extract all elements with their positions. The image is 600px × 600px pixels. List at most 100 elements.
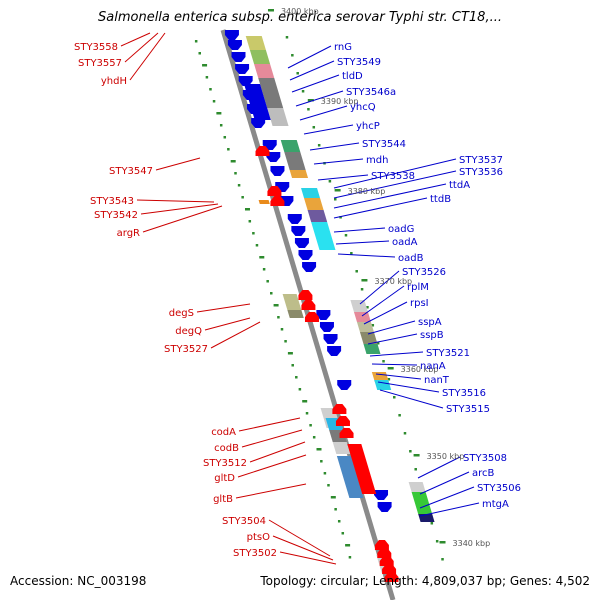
minor-tick	[302, 400, 308, 403]
reverse-gene-label: yhcP	[356, 121, 380, 132]
kbp-tick-mark	[387, 367, 394, 370]
reverse-gene-label: STY3536	[459, 167, 503, 178]
forward-gene-label: STY3502	[233, 548, 277, 559]
leader-line	[295, 90, 344, 107]
reverse-gene-label: STY3546a	[346, 87, 396, 98]
reverse-feature-tile	[311, 222, 336, 250]
leader-line	[196, 303, 251, 313]
reverse-feature-tile	[254, 64, 275, 78]
forward-gene-label: degS	[169, 308, 194, 319]
leader-line	[155, 157, 201, 171]
minor-tick	[403, 432, 407, 435]
minor-tick	[376, 342, 380, 345]
minor-tick	[291, 54, 294, 57]
forward-gene-arrow	[384, 572, 399, 582]
leader-line	[333, 158, 457, 189]
forward-gene-arrow	[301, 300, 316, 310]
minor-tick	[339, 216, 342, 219]
minor-tick	[327, 484, 330, 487]
reverse-gene-label: arcB	[472, 468, 495, 479]
minor-tick	[414, 468, 417, 471]
reverse-gene-arrow	[251, 118, 266, 128]
minor-tick	[323, 472, 327, 475]
reverse-feature-tile	[353, 312, 371, 322]
forward-gene-arrow	[377, 548, 392, 558]
forward-gene-label: yhdH	[101, 76, 127, 87]
leader-line	[317, 174, 369, 181]
reverse-gene-arrow	[270, 166, 285, 176]
kbp-tick-label: 3400 kbp	[281, 7, 319, 16]
reverse-feature-tile	[356, 322, 374, 332]
reverse-gene-label: oadB	[398, 253, 424, 264]
forward-gene-arrow	[332, 404, 347, 414]
reverse-gene-label: nanA	[420, 361, 446, 372]
minor-tick	[248, 220, 252, 223]
minor-tick	[234, 172, 237, 175]
reverse-gene-label: STY3516	[442, 388, 486, 399]
minor-tick	[398, 414, 401, 417]
accession-text: Accession: NC_003198	[10, 574, 147, 588]
forward-gene-block	[347, 444, 377, 494]
forward-gene-arrow	[255, 146, 270, 156]
reverse-gene-arrow	[291, 226, 306, 236]
minor-tick	[270, 292, 273, 295]
minor-tick	[435, 540, 439, 543]
reverse-gene-label: oadG	[388, 224, 414, 235]
forward-feature-tile	[258, 200, 270, 204]
reverse-gene-arrow	[266, 152, 281, 162]
reverse-gene-label: STY3549	[337, 57, 381, 68]
leader-line	[291, 74, 340, 93]
leader-line	[333, 170, 457, 199]
forward-feature-tile	[282, 294, 302, 310]
leader-line	[120, 32, 151, 47]
kbp-tick-mark	[307, 99, 314, 102]
minor-tick	[334, 508, 337, 511]
reverse-feature-tile	[359, 332, 378, 344]
genome-summary-text: Topology: circular; Length: 4,809,037 bp…	[260, 574, 590, 588]
leader-line	[359, 270, 400, 305]
minor-tick	[317, 144, 321, 147]
leader-line	[237, 454, 307, 478]
reverse-gene-label: tldD	[342, 71, 363, 82]
minor-tick	[334, 198, 337, 201]
reverse-gene-arrow	[327, 346, 342, 356]
reverse-gene-label: STY3526	[402, 267, 446, 278]
forward-gene-arrow	[270, 196, 285, 206]
forward-gene-label: STY3547	[109, 166, 153, 177]
leader-line	[333, 197, 428, 219]
forward-gene-label: codA	[211, 427, 236, 438]
forward-gene-arrow	[267, 186, 282, 196]
kbp-tick-label: 3340 kbp	[453, 539, 491, 548]
leader-line	[279, 551, 337, 565]
reverse-feature-tile	[267, 108, 289, 126]
forward-gene-label: STY3527	[164, 344, 208, 355]
leader-line	[419, 486, 475, 509]
reverse-gene-label: STY3508	[463, 453, 507, 464]
reverse-feature-tile	[411, 492, 433, 514]
reverse-feature-tile	[307, 210, 328, 222]
reverse-gene-arrow	[337, 380, 352, 390]
forward-gene-label: argR	[117, 228, 140, 239]
minor-tick	[291, 364, 294, 367]
minor-tick	[284, 340, 287, 343]
forward-feature-tile	[332, 442, 351, 454]
leader-line	[313, 158, 364, 165]
minor-tick	[244, 208, 250, 211]
reverse-feature-tile	[363, 344, 381, 354]
minor-tick	[198, 52, 201, 55]
minor-tick	[219, 124, 223, 127]
reverse-feature-tile	[258, 78, 284, 108]
minor-tick	[277, 316, 280, 319]
minor-tick	[341, 532, 345, 535]
forward-gene-label: STY3504	[222, 516, 266, 527]
leader-line	[371, 363, 418, 366]
kbp-tick-mark	[267, 9, 274, 12]
forward-gene-label: STY3512	[203, 458, 247, 469]
reverse-feature-tile	[304, 198, 324, 210]
leader-line	[419, 471, 470, 495]
kbp-tick-mark	[334, 189, 341, 192]
minor-tick	[328, 180, 332, 183]
forward-gene-arrow	[382, 564, 397, 574]
minor-tick	[237, 184, 241, 187]
minor-tick	[266, 280, 269, 283]
